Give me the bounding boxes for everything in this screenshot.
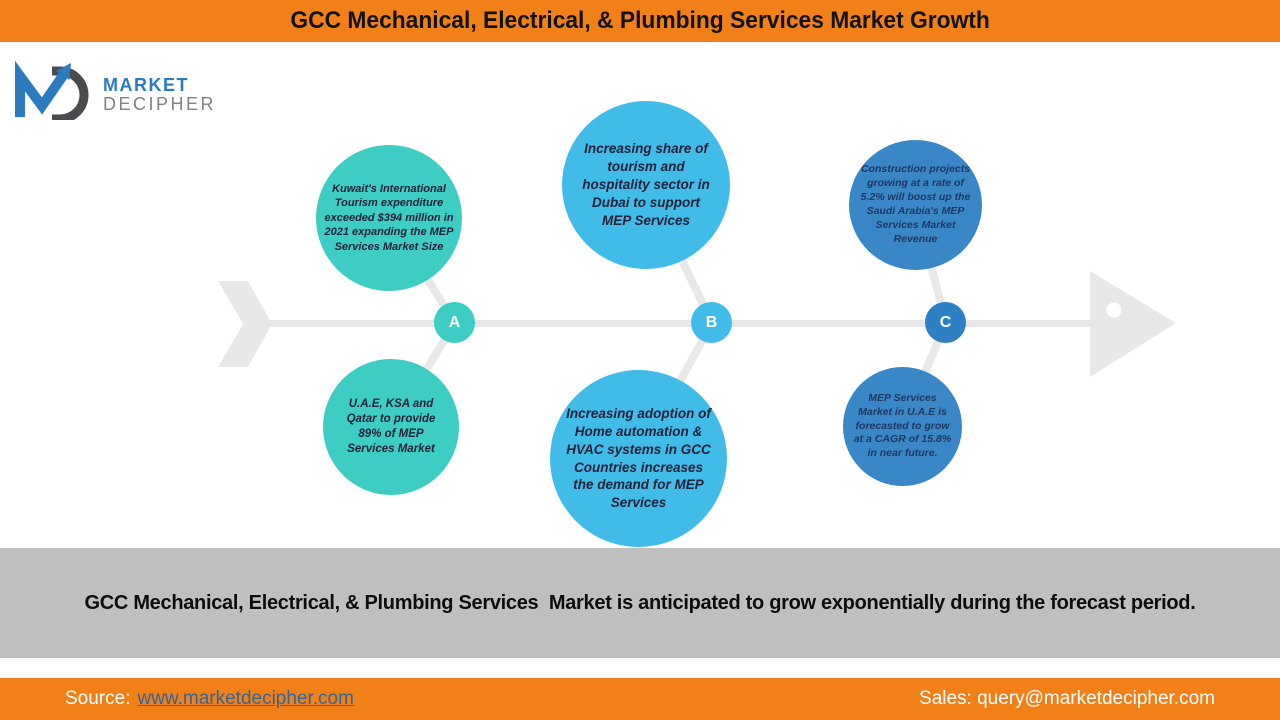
bubble-b-top-text: Increasing share of tourism and hospital… <box>582 141 710 228</box>
source-link[interactable]: www.marketdecipher.com <box>137 688 354 709</box>
bubble-a-bottom: U.A.E, KSA and Qatar to provide 89% of M… <box>323 359 459 495</box>
bubble-b-top: Increasing share of tourism and hospital… <box>562 101 730 269</box>
logo-wordmark: MARKET DECIPHER <box>103 62 216 114</box>
node-b: B <box>691 302 732 343</box>
source-label: Source: <box>65 688 131 709</box>
arrow-right-icon <box>1090 271 1176 377</box>
summary-text: GCC Mechanical, Electrical, & Plumbing S… <box>84 591 1196 614</box>
node-c-label: C <box>939 313 952 331</box>
sales-line: Sales: query@marketdecipher.com <box>919 688 1215 709</box>
logo-text-market: MARKET <box>103 75 189 96</box>
trend-arrow-icon <box>56 63 71 80</box>
page-title: GCC Mechanical, Electrical, & Plumbing S… <box>290 7 990 34</box>
title-banner: GCC Mechanical, Electrical, & Plumbing S… <box>0 0 1280 42</box>
md-logo-icon <box>14 60 89 120</box>
logo-letter-m <box>14 60 68 117</box>
summary-banner: GCC Mechanical, Electrical, & Plumbing S… <box>0 548 1280 658</box>
timeline-spine <box>266 320 1090 327</box>
node-c: C <box>925 302 966 343</box>
logo-text-decipher: DECIPHER <box>103 94 217 114</box>
node-a: A <box>434 302 475 343</box>
bubble-c-bottom-text: MEP Services Market in U.A.E is forecast… <box>853 391 952 460</box>
bubble-b-bottom: Increasing adoption of Home automation &… <box>550 370 727 547</box>
node-b-label: B <box>705 313 718 331</box>
source-line: Source: www.marketdecipher.com <box>65 688 354 710</box>
footer-banner: Source: www.marketdecipher.com Sales: qu… <box>0 678 1280 720</box>
node-a-label: A <box>448 313 461 331</box>
market-decipher-logo: MARKET DECIPHER <box>12 56 216 120</box>
arrow-dot-icon <box>1106 302 1122 318</box>
bubble-b-bottom-text: Increasing adoption of Home automation &… <box>566 406 711 511</box>
bubble-c-bottom: MEP Services Market in U.A.E is forecast… <box>843 367 962 486</box>
chevron-left-icon <box>218 281 272 367</box>
bubble-c-top-text: Construction projects growing at a rate … <box>860 163 971 245</box>
bubble-c-top: Construction projects growing at a rate … <box>849 140 982 270</box>
bubble-a-bottom-text: U.A.E, KSA and Qatar to provide 89% of M… <box>346 397 436 456</box>
bubble-a-top: Kuwait's International Tourism expenditu… <box>316 145 462 291</box>
bubble-a-top-text: Kuwait's International Tourism expenditu… <box>324 182 454 253</box>
